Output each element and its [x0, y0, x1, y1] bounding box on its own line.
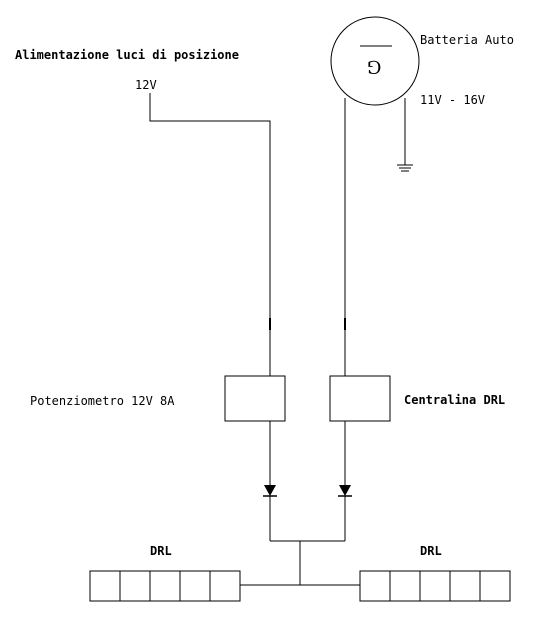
potentiometer-label: Potenziometro 12V 8A	[30, 394, 175, 408]
diode-right-icon	[338, 485, 352, 497]
controller-label: Centralina DRL	[404, 393, 506, 407]
generator-letter: G	[367, 56, 382, 77]
drl-right-label: DRL	[420, 544, 442, 558]
drl-left-bar	[89, 570, 241, 602]
supply-title-label: Alimentazione luci di posizione	[15, 48, 239, 62]
battery-name-label: Batteria Auto	[420, 33, 514, 47]
drl-left-label: DRL	[150, 544, 172, 558]
supply-wire	[149, 93, 271, 376]
controller-box	[329, 375, 391, 422]
drl-right-bar	[359, 570, 511, 602]
battery-generator-symbol	[330, 16, 420, 106]
diode-left-icon	[263, 485, 277, 497]
battery-voltage-label: 11V - 16V	[420, 93, 486, 107]
potentiometer-box	[224, 375, 286, 422]
ground-icon	[397, 164, 413, 172]
supply-voltage-label: 12V	[135, 78, 157, 92]
